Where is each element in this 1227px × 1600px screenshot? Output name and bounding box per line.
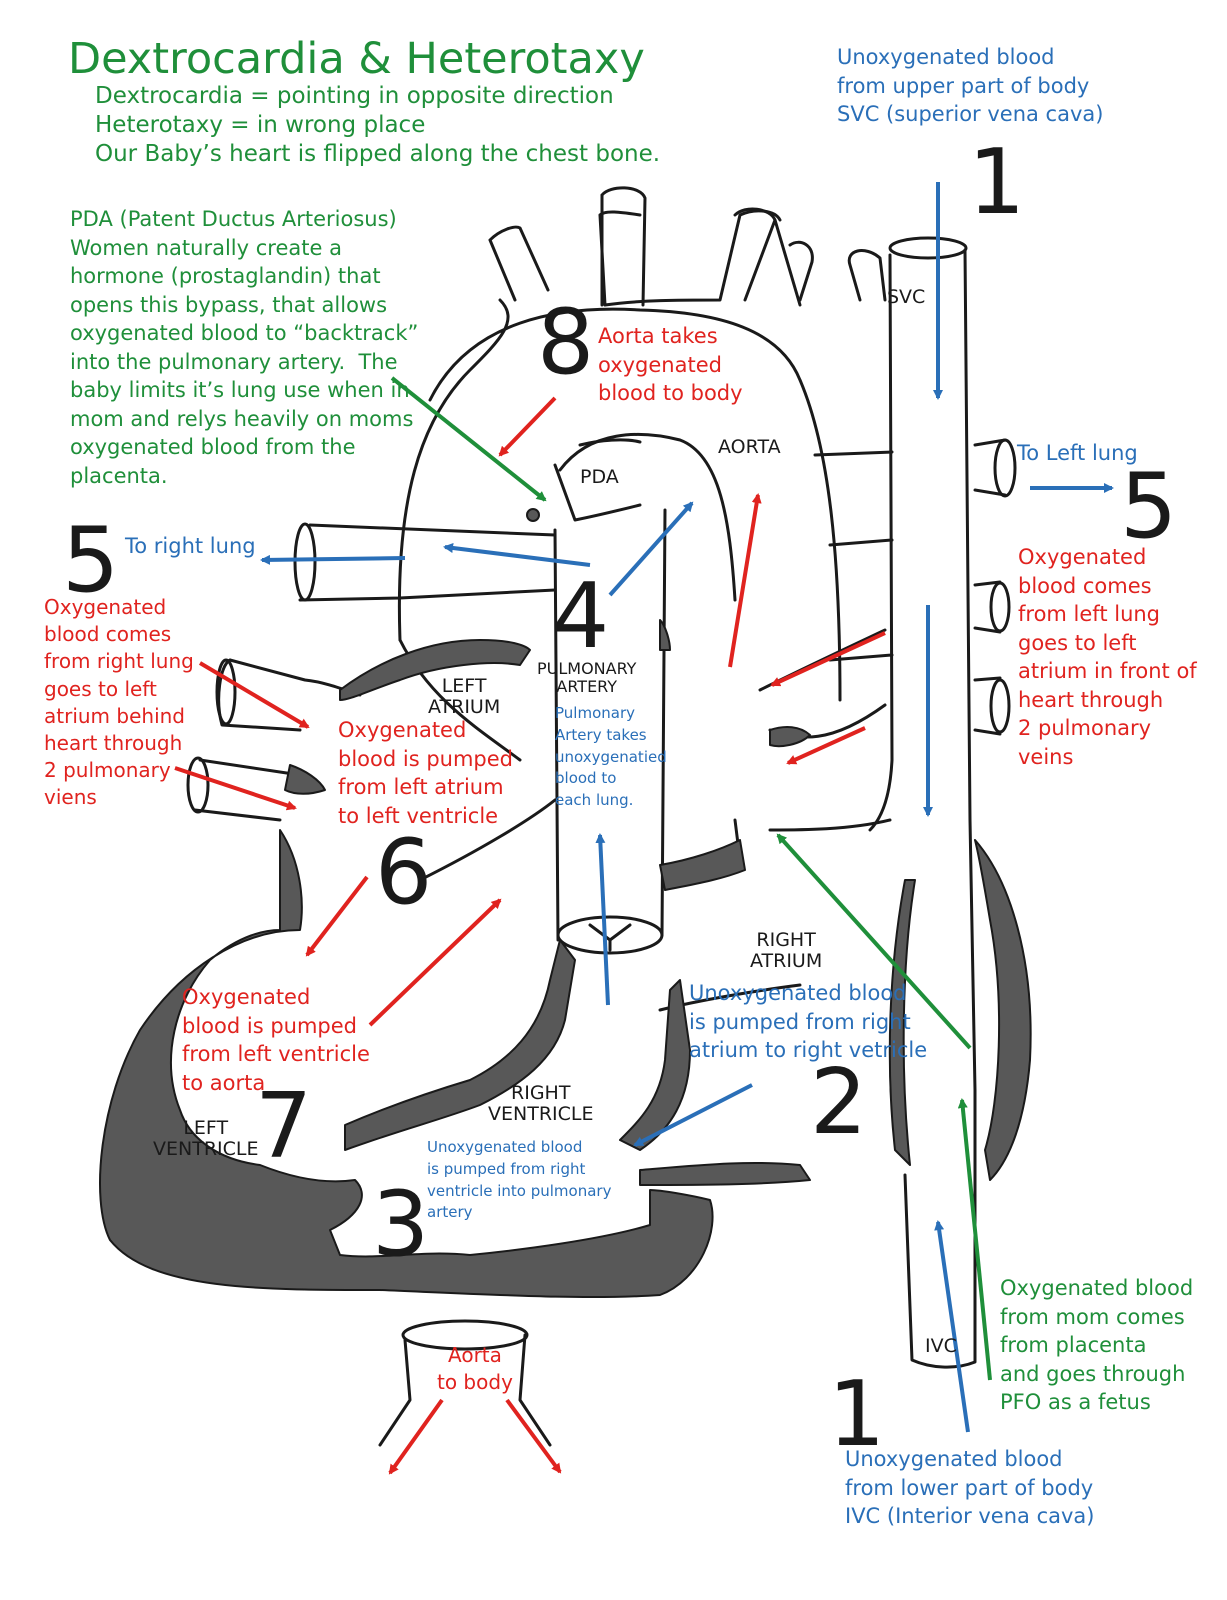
step-5-left: 5 [62, 508, 120, 613]
aorta-to-body-arrow-right [505, 1398, 562, 1474]
lv-to-aorta-arrow [368, 898, 502, 1027]
to-right-lung-arrow [443, 543, 591, 567]
step-1-top: 1 [968, 130, 1026, 235]
pa-flow-arrow [595, 833, 610, 1006]
pa-to-pda-arrow [608, 501, 694, 597]
to-right-lung-arrow-2 [260, 554, 406, 565]
subtitle-line-1: Dextrocardia = pointing in opposite dire… [95, 83, 614, 109]
aorta-takes-note: Aorta takes oxygenated blood to body [598, 324, 743, 406]
left-atrium-label: LEFT ATRIUM [428, 675, 501, 718]
aorta-to-body-arrow-left [388, 1398, 444, 1475]
subtitle-line-3: Our Baby’s heart is flipped along the ch… [95, 141, 661, 167]
ra-to-rv-note: Unoxygenated blood is pumped from right … [689, 981, 928, 1063]
right-atrium-label: RIGHT ATRIUM [750, 929, 823, 972]
right-ventricle-label: RIGHT VENTRICLE [488, 1082, 594, 1125]
pda-flow-arrow [390, 376, 547, 502]
step-5-right: 5 [1120, 454, 1178, 559]
page-title: Dextrocardia & Heterotaxy [68, 34, 645, 84]
lv-to-aorta-note: Oxygenated blood is pumped from left ven… [182, 985, 370, 1095]
svc-label: SVC [887, 286, 926, 308]
step-7: 7 [255, 1074, 313, 1179]
left-lung-vein-arrow-2 [786, 726, 866, 765]
blood-flow-arrows [174, 182, 1114, 1475]
pda-note: PDA (Patent Ductus Arteriosus) Women nat… [70, 207, 419, 488]
ivc-label: IVC [925, 1335, 957, 1357]
step-6: 6 [375, 820, 433, 925]
step-1-bottom: 1 [828, 1362, 886, 1467]
to-right-lung-note: To right lung [125, 534, 256, 558]
ivc-note: Unoxygenated blood from lower part of bo… [845, 1447, 1095, 1529]
ivc-flow-arrow [934, 1220, 970, 1433]
step-3: 3 [372, 1172, 430, 1277]
rv-to-pa-note: Unoxygenated blood is pumped from right … [427, 1138, 612, 1222]
aorta-to-body-note: Aorta to body [437, 1343, 513, 1394]
subtitle-line-2: Heterotaxy = in wrong place [95, 112, 426, 138]
pa-takes-note: Pulmonary Artery takes unoxygenatied blo… [555, 704, 667, 809]
placenta-flow-arrow [957, 1098, 992, 1381]
la-to-lv-note: Oxygenated blood is pumped from left atr… [338, 718, 513, 828]
aorta-label: AORTA [718, 436, 781, 458]
aorta-up-arrow [728, 493, 762, 668]
aorta-flow-arrow [498, 396, 557, 457]
step-4: 4 [552, 564, 610, 669]
step-2: 2 [810, 1050, 868, 1155]
left-lung-veins-note: Oxygenated blood comes from left lung go… [1018, 545, 1197, 769]
left-lung-vein-arrow-1 [770, 631, 886, 687]
svc-note: Unoxygenated blood from upper part of bo… [837, 45, 1104, 127]
right-lung-vein-arrow-1 [198, 661, 310, 729]
placenta-note: Oxygenated blood from mom comes from pla… [1000, 1276, 1194, 1415]
to-left-lung-note: To Left lung [1017, 441, 1138, 465]
right-lung-veins-note: Oxygenated blood comes from right lung g… [44, 595, 194, 810]
left-ventricle-label: LEFT VENTRICLE [153, 1117, 259, 1160]
heart-muscle-walls [99, 508, 1032, 1299]
la-to-lv-arrow [305, 875, 369, 957]
pda-label: PDA [580, 466, 619, 488]
ra-to-rv-arrow [633, 1083, 753, 1147]
step-8: 8 [537, 290, 595, 395]
right-lung-vein-arrow-2 [174, 766, 297, 811]
heart-outline [186, 186, 1017, 1447]
pulmonary-artery-label: PULMONARY ARTERY [537, 659, 637, 696]
pfo-flow-arrow [776, 833, 972, 1050]
